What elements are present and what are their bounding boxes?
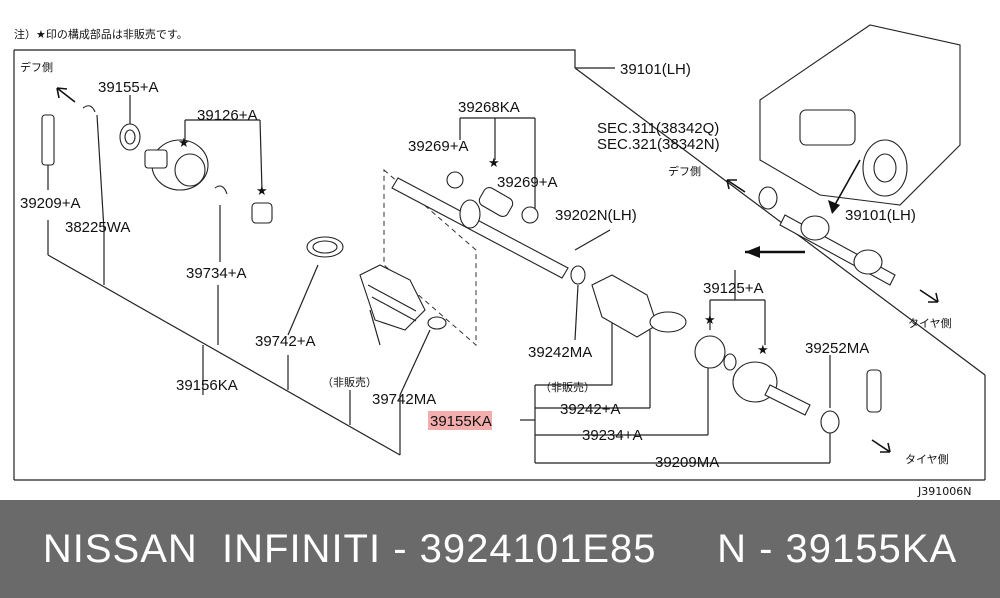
label-sec321: SEC.321(38342N) [597, 136, 720, 153]
label-39156ka: 39156KA [176, 377, 238, 394]
diff-side-right: デフ側 [668, 164, 701, 178]
label-sec311: SEC.311(38342Q) [597, 120, 719, 137]
svg-text:★: ★ [488, 156, 500, 171]
label-39155ka: 39155KA [430, 413, 492, 430]
label-39101-right: 39101(LH) [845, 207, 916, 224]
star-markers: ★ ★ ★ ★ ★ [178, 136, 769, 358]
label-38225wa: 38225WA [65, 219, 130, 236]
label-39209a: 39209+A [20, 195, 80, 212]
frame-lines [13, 49, 986, 481]
label-39269a-2: 39269+A [497, 174, 557, 191]
footer-banner: NISSAN INFINITI - 3924101E85 N - 39155KA [0, 500, 1000, 598]
parts-diagram: ★ ★ ★ ★ ★ 注）★印の構成部品は非販売です。 デフ側 デフ側 タイヤ側 … [13, 24, 986, 498]
not-sold-label-left: （非販売） [322, 376, 377, 389]
tire-side-lower: タイヤ側 [905, 453, 949, 466]
label-39252ma: 39252MA [805, 340, 869, 357]
label-39125a: 39125+A [703, 280, 763, 297]
tire-side-upper: タイヤ側 [908, 317, 952, 330]
diff-side-left: デフ側 [20, 60, 53, 74]
label-39268ka: 39268KA [458, 99, 520, 116]
note-text: 注）★印の構成部品は非販売です。 [14, 27, 188, 41]
svg-text:★: ★ [704, 313, 716, 328]
part-shapes [41, 24, 961, 434]
label-39101-top: 39101(LH) [620, 61, 691, 78]
highlight-39155ka [428, 411, 492, 430]
svg-text:★: ★ [256, 184, 268, 199]
svg-text:★: ★ [757, 343, 769, 358]
label-39126a: 39126+A [197, 107, 257, 124]
label-39242ma: 39242MA [528, 344, 592, 361]
diagram-svg: ★ ★ ★ ★ ★ 注）★印の構成部品は非販売です。 デフ側 デフ側 タイヤ側 … [13, 24, 986, 498]
drawing-id: J391006N [917, 485, 971, 498]
svg-text:★: ★ [178, 136, 190, 151]
not-sold-label-right: （非販売） [540, 381, 595, 394]
label-39209ma: 39209MA [655, 454, 719, 471]
label-39155a: 39155+A [98, 79, 158, 96]
label-39269a-1: 39269+A [408, 138, 468, 155]
label-39242a: 39242+A [560, 401, 620, 418]
label-39234a: 39234+A [582, 427, 642, 444]
label-39734a: 39734+A [186, 265, 246, 282]
label-39742ma: 39742MA [372, 391, 436, 408]
footer-part-number: NISSAN INFINITI - 3924101E85 N - 39155KA [42, 526, 958, 571]
label-39202n: 39202N(LH) [555, 207, 637, 224]
label-39742a: 39742+A [255, 333, 315, 350]
